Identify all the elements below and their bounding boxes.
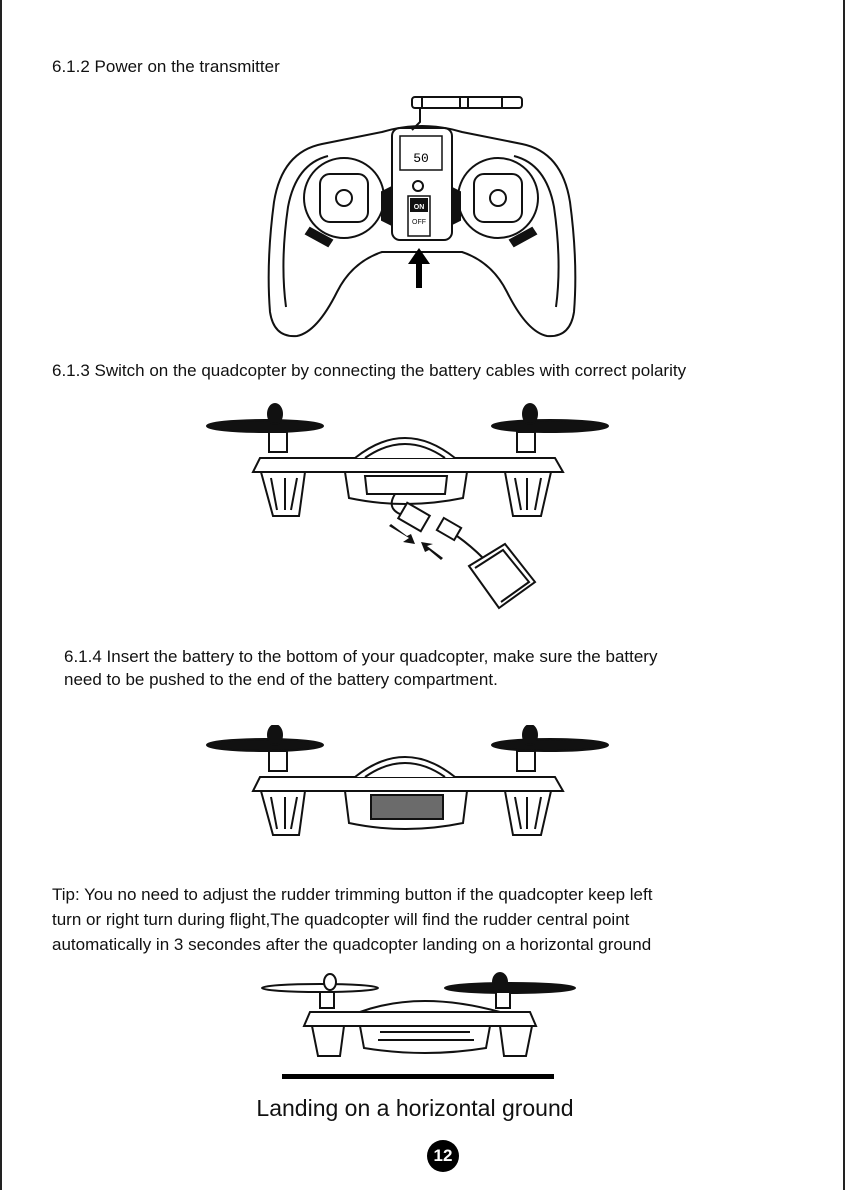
battery-insert-line-2: need to be pushed to the end of the batt… [64, 670, 498, 689]
quadcopter-battery-connect-illustration [206, 403, 609, 610]
battery [370, 794, 444, 820]
svg-text:OFF: OFF [412, 219, 426, 226]
ground-line [282, 1074, 554, 1079]
heading-switch-quadcopter: 6.1.3 Switch on the quadcopter by connec… [52, 361, 687, 380]
battery-insert-line-1: 6.1.4 Insert the battery to the bottom o… [64, 647, 658, 666]
tip-line-3: automatically in 3 secondes after the qu… [52, 935, 652, 954]
transmitter-body [267, 125, 577, 338]
arrow-icon [421, 542, 443, 560]
page-number-badge: 12 [427, 1140, 459, 1172]
power-led [412, 180, 424, 192]
heading-power-transmitter: 6.1.2 Power on the transmitter [52, 57, 280, 76]
svg-text:ON: ON [414, 204, 425, 211]
arrow-icon [389, 524, 415, 544]
page-border-left [0, 0, 2, 1190]
arrow-up-icon [408, 248, 430, 288]
tip-line-2: turn or right turn during flight,The qua… [52, 910, 630, 929]
quadcopter-battery-inserted-illustration [206, 725, 609, 836]
quadcopter-landing-illustration [261, 972, 576, 1079]
tip-line-1: Tip: You no need to adjust the rudder tr… [52, 885, 653, 904]
landing-caption: Landing on a horizontal ground [256, 1095, 574, 1121]
transmitter-illustration: 50 ON OFF [267, 96, 577, 338]
lcd-readout: 50 [413, 151, 429, 166]
page-border-right [843, 0, 845, 1190]
